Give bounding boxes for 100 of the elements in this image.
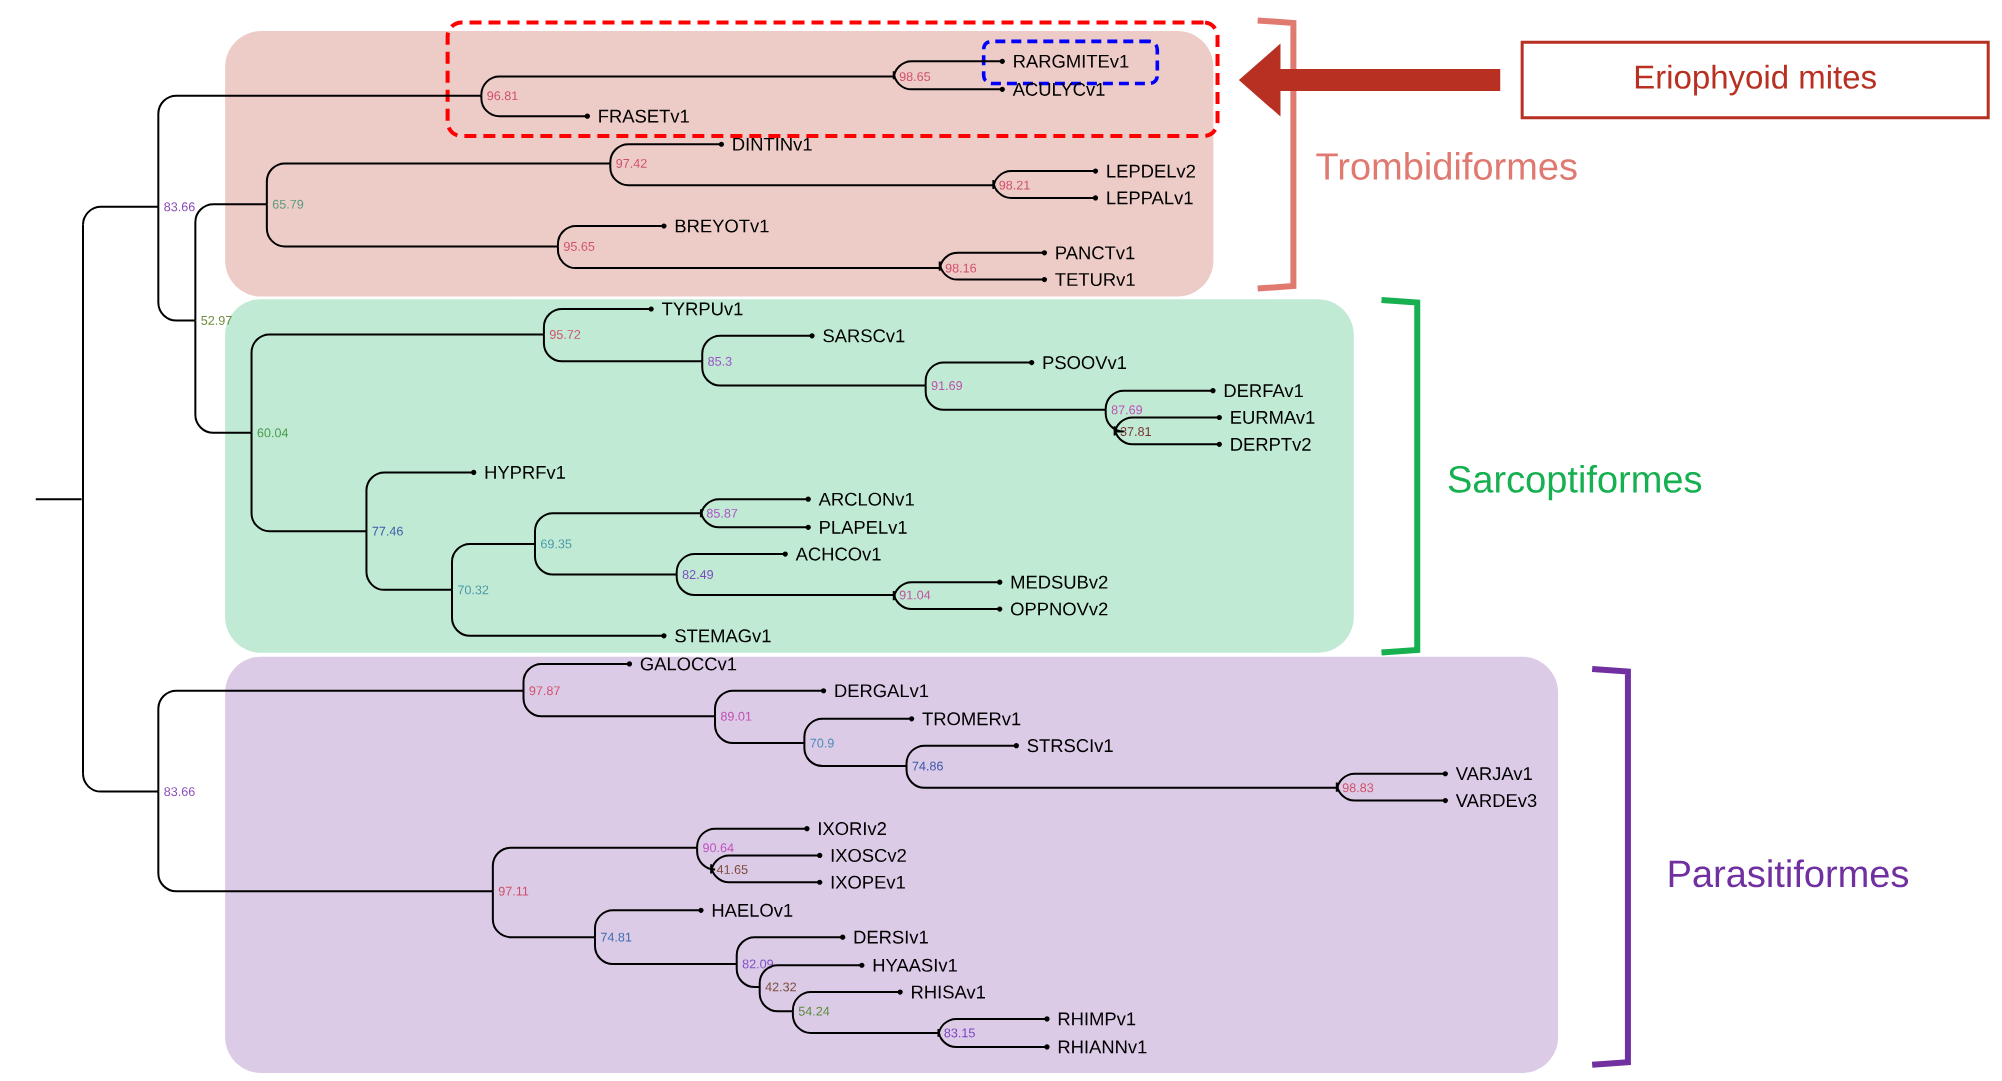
taxon-label: STRSCIv1	[1027, 738, 1113, 752]
taxon-label: ACULYCv1	[1012, 82, 1105, 96]
branch-line	[480, 75, 895, 97]
branch-line	[791, 990, 902, 1012]
branch-line	[699, 498, 810, 518]
branch-line	[365, 529, 453, 591]
branch-line	[791, 1010, 940, 1034]
branch-line	[542, 333, 704, 363]
support-value: 83.66	[164, 786, 195, 796]
support-value: 65.79	[272, 199, 304, 209]
taxon-label: TETURv1	[1055, 273, 1135, 286]
support-value: 77.46	[372, 526, 403, 536]
support-value: 60.04	[257, 428, 289, 438]
branch-line	[758, 985, 794, 1012]
branch-line	[451, 588, 665, 637]
branch-line	[82, 224, 84, 774]
taxon-label: PLAPELv1	[820, 520, 907, 534]
taxon-label: SARSCv1	[823, 329, 905, 343]
branch-line	[803, 741, 908, 767]
support-value: 69.35	[541, 539, 572, 549]
branch-line	[522, 662, 631, 692]
branch-line	[534, 542, 678, 576]
support-value: 74.86	[912, 761, 943, 771]
branch-line	[250, 431, 368, 532]
branch-line	[157, 689, 525, 793]
branch-line	[675, 573, 895, 596]
branch-line	[938, 251, 1046, 272]
branch-line	[701, 360, 927, 387]
branch-line	[556, 245, 941, 269]
support-value: 70.9	[810, 738, 834, 748]
branch-line	[937, 1027, 1048, 1048]
branch-line	[701, 334, 814, 363]
taxon-label: LEPPALv1	[1107, 191, 1193, 204]
clade-label: Trombidiformes	[1316, 151, 1577, 180]
taxon-label: IXOPEv1	[831, 875, 905, 889]
clade-band	[225, 656, 1559, 1073]
support-value: 90.64	[703, 843, 734, 853]
taxon-label: DERFAv1	[1224, 384, 1303, 397]
branch-line	[157, 790, 494, 892]
branch-line	[892, 60, 1004, 81]
root-line	[34, 498, 83, 500]
taxon-label: DINTINv1	[733, 137, 812, 151]
branch-line	[534, 512, 702, 545]
branch-line	[1104, 389, 1214, 411]
taxon-label: ARCLONv1	[818, 492, 914, 506]
support-value: 95.72	[549, 329, 581, 339]
support-value: 98.65	[899, 71, 931, 81]
branch-line	[542, 307, 653, 336]
branch-line	[491, 846, 699, 892]
branch-line	[758, 964, 863, 988]
branch-line	[992, 178, 1097, 199]
support-value: 91.04	[899, 590, 931, 600]
branch-line	[892, 589, 1001, 610]
branch-line	[522, 689, 716, 718]
support-value: 91.69	[931, 380, 963, 390]
taxon-label: STEMAGv1	[675, 629, 771, 643]
branch-line	[924, 384, 1107, 411]
branch-line	[1335, 772, 1447, 793]
support-value: 96.81	[487, 91, 518, 100]
taxon-label: HYPRFv1	[485, 465, 565, 479]
support-value: 97.42	[616, 158, 647, 168]
support-value: 74.81	[601, 932, 632, 942]
taxon-label: PSOOVv1	[1043, 355, 1127, 369]
support-value: 52.97	[201, 315, 232, 325]
support-value: 95.65	[563, 241, 595, 251]
taxon-label: ACHCOv1	[795, 547, 881, 561]
taxon-label: DERSIv1	[854, 930, 928, 944]
branch-line	[905, 744, 1018, 767]
support-value: 98.21	[999, 180, 1030, 190]
branch-line	[609, 143, 723, 165]
taxon-label: RARGMITEv1	[1014, 54, 1129, 68]
branch-line	[480, 94, 589, 117]
taxon-label: IXOSCv2	[831, 848, 906, 862]
support-value: 98.16	[945, 263, 977, 273]
branch-line	[735, 935, 844, 965]
taxon-label: IXORIv2	[819, 821, 886, 835]
highlight-box	[445, 20, 1220, 138]
support-value: 97.87	[529, 686, 560, 695]
taxon-label: DERPTv2	[1231, 437, 1311, 451]
support-value: 82.49	[682, 569, 714, 579]
clade-label: Sarcoptiformes	[1448, 464, 1702, 501]
support-value: 85.87	[706, 508, 738, 518]
branch-line	[594, 935, 738, 965]
branch-line	[157, 205, 197, 322]
taxon-label: HYAASIv1	[873, 958, 957, 972]
taxon-label: FRASETv1	[599, 109, 689, 123]
support-value: 42.32	[765, 982, 796, 992]
branch-line	[250, 333, 545, 434]
support-value: 87.69	[1111, 405, 1143, 415]
branch-line	[82, 205, 160, 226]
branch-line	[594, 909, 702, 938]
taxon-label: RHISAv1	[912, 985, 985, 999]
branch-line	[82, 772, 160, 793]
branch-line	[675, 552, 787, 576]
branch-line	[1104, 408, 1125, 433]
branch-line	[699, 508, 810, 529]
branch-line	[265, 203, 559, 248]
taxon-label: LEPDELv2	[1107, 164, 1195, 178]
branch-line	[992, 169, 1097, 190]
branch-line	[1113, 416, 1221, 437]
